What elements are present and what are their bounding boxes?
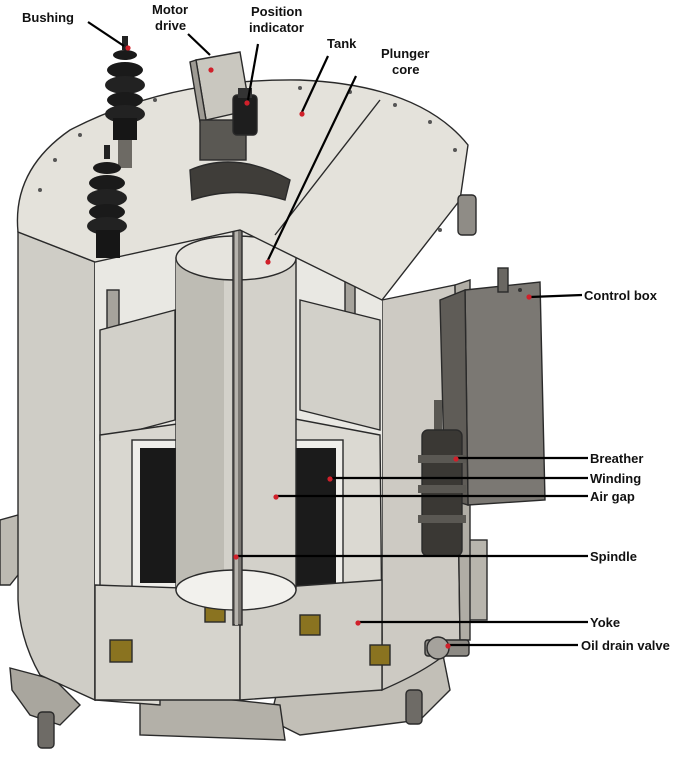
dot-spindle xyxy=(233,554,239,560)
dot-motor-drive xyxy=(208,67,214,73)
bushing-1 xyxy=(105,36,145,168)
label-control-box: Control box xyxy=(584,288,658,303)
bushing-2 xyxy=(87,145,127,258)
position-indicator xyxy=(232,88,258,136)
dot-air-gap xyxy=(273,494,279,500)
label-position-indicator-line1: Position xyxy=(251,4,302,19)
label-plunger-core-line2: core xyxy=(392,62,419,77)
leader-motor-drive xyxy=(187,33,211,56)
dot-winding xyxy=(327,476,333,482)
label-oil-drain-valve: Oil drain valve xyxy=(581,638,670,653)
label-motor-drive-line2: drive xyxy=(155,18,186,33)
label-air-gap: Air gap xyxy=(590,489,635,504)
label-tank: Tank xyxy=(327,36,357,51)
label-breather: Breather xyxy=(590,451,643,466)
spindle xyxy=(232,194,243,626)
label-yoke: Yoke xyxy=(590,615,620,630)
dot-breather xyxy=(453,456,459,462)
dot-control-box xyxy=(526,294,532,300)
dot-plunger-core xyxy=(265,259,271,265)
breather xyxy=(418,400,466,557)
label-winding: Winding xyxy=(590,471,641,486)
leader-control-box xyxy=(529,293,583,299)
leader-position-indicator xyxy=(246,43,260,101)
dot-tank xyxy=(299,111,305,117)
dot-yoke xyxy=(355,620,361,626)
label-position-indicator-line2: indicator xyxy=(249,20,304,35)
label-spindle: Spindle xyxy=(590,549,637,564)
label-motor-drive-line1: Motor xyxy=(152,2,188,17)
side-flange xyxy=(457,194,477,236)
dot-position-indicator xyxy=(244,100,250,106)
labels: Bushing Motor drive Position indicator T… xyxy=(22,2,670,653)
label-plunger-core-line1: Plunger xyxy=(381,46,429,61)
leader-lines xyxy=(87,21,588,647)
leader-bushing xyxy=(87,21,125,47)
label-bushing: Bushing xyxy=(22,10,74,25)
leader-plunger-core xyxy=(267,75,357,261)
dot-oil-drain-valve xyxy=(445,643,451,649)
leader-tank xyxy=(301,55,329,113)
marker-dots xyxy=(125,45,532,649)
dot-bushing xyxy=(125,45,131,51)
